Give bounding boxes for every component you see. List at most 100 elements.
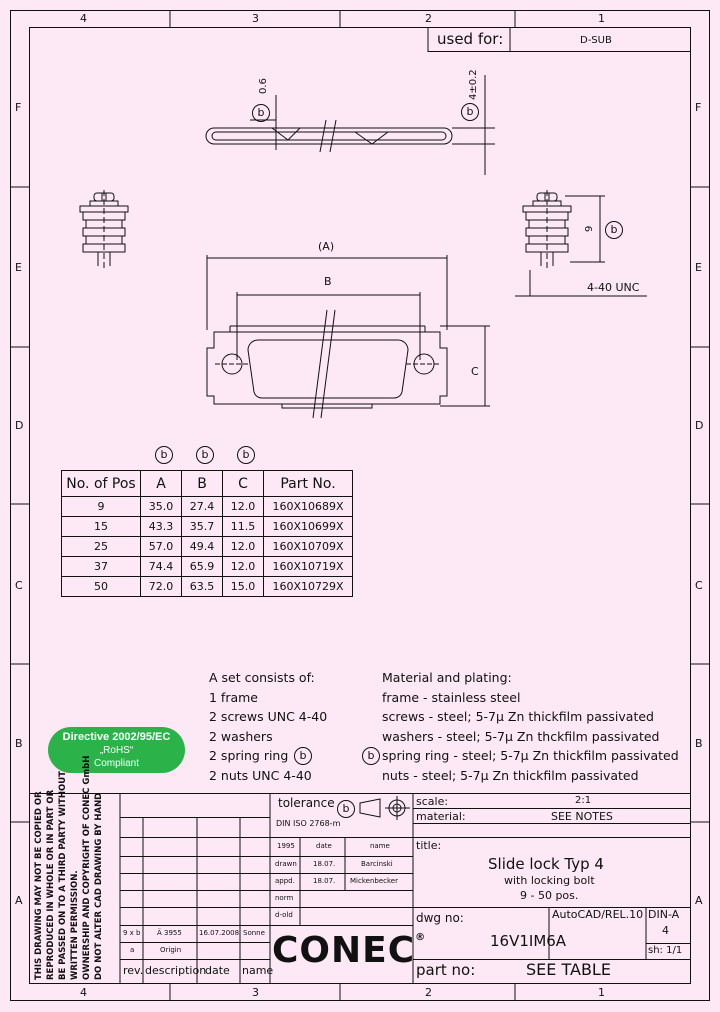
set-list: A set consists of: 1 frame 2 screws UNC … xyxy=(209,668,327,786)
copyright-line: OWNERSHIP AND COPYRIGHT OF CONEC GmbH xyxy=(82,755,92,980)
cell: 35.0 xyxy=(140,496,182,517)
row-label-e: E xyxy=(15,261,22,274)
list-item: 2 screws UNC 4-40 xyxy=(209,709,328,725)
b-marker: b xyxy=(237,446,255,464)
conec-logo: CONEC® xyxy=(272,930,427,971)
row-label-a-right: A xyxy=(695,894,703,907)
title-label: title: xyxy=(416,839,442,852)
screw-assembly-right xyxy=(515,190,647,297)
cell: 15 xyxy=(61,516,141,537)
rohs-directive: Directive 2002/95/EC xyxy=(62,731,171,743)
col-label-4-bottom: 4 xyxy=(80,986,87,999)
copyright-line: THIS DRAWING MAY NOT BE COPIED OR xyxy=(34,791,44,980)
drawn-date: 18.07. xyxy=(313,860,336,868)
list-item: 1 frame xyxy=(209,689,258,705)
part-no-value: SEE TABLE xyxy=(526,960,611,979)
row-label-b: B xyxy=(15,737,23,750)
col-header-part-no: Part No. xyxy=(263,470,353,497)
appd-label: appd. xyxy=(275,877,295,885)
material-value: SEE NOTES xyxy=(551,810,613,823)
cell: 35.7 xyxy=(181,516,223,537)
col-label-3-bottom: 3 xyxy=(252,986,259,999)
row-label-d: D xyxy=(15,419,24,432)
din-size: 4 xyxy=(662,924,669,937)
col-label-1-bottom: 1 xyxy=(598,986,605,999)
year: 1995 xyxy=(277,842,295,850)
col-label-2-bottom: 2 xyxy=(425,986,432,999)
dim-0-6: 0.6 xyxy=(258,78,269,94)
list-item: frame - stainless steel xyxy=(382,689,521,705)
cell: 43.3 xyxy=(140,516,182,537)
rev-cell: 9 x b xyxy=(123,929,141,937)
list-item: 2 washers xyxy=(209,728,273,744)
cell: 27.4 xyxy=(181,496,223,517)
list-item: nuts - steel; 5-7µ Zn thickfilm passivat… xyxy=(382,767,639,783)
copyright-line: REPRODUCED IN WHOLE OR IN PART OR xyxy=(46,789,56,980)
drawing-positions: 9 - 50 pos. xyxy=(520,889,579,902)
description-header: description xyxy=(145,964,207,977)
copyright-line: WRITTEN PERMISSION. xyxy=(70,870,80,980)
rev-cell: a xyxy=(130,946,135,954)
col-label-1: 1 xyxy=(598,12,605,25)
row-label-a: A xyxy=(15,894,23,907)
norm-label: norm xyxy=(275,894,294,902)
cell: 160X10709X xyxy=(263,536,353,557)
cell: 65.9 xyxy=(181,556,223,577)
cell: 50 xyxy=(61,576,141,597)
cell: 63.5 xyxy=(181,576,223,597)
rohs-label: „RoHS“ xyxy=(99,745,134,756)
cell: 37 xyxy=(61,556,141,577)
row-label-d-right: D xyxy=(695,419,704,432)
cell: 12.0 xyxy=(222,536,264,557)
row-label-f: F xyxy=(15,101,22,114)
b-marker: b xyxy=(294,747,312,765)
row-label-c-right: C xyxy=(695,579,703,592)
rohs-compliant: Compliant xyxy=(93,758,140,769)
cell: 15.0 xyxy=(222,576,264,597)
b-marker: b xyxy=(605,221,623,239)
appd-name: Mickenbecker xyxy=(350,877,398,885)
b-marker: b xyxy=(155,446,173,464)
material-list: Material and plating: frame - stainless … xyxy=(382,668,679,786)
col-label-3: 3 xyxy=(252,12,259,25)
dim-9: 9 xyxy=(584,225,595,232)
used-for-value: D-SUB xyxy=(580,35,612,46)
dim-c: C xyxy=(471,365,479,378)
col-name: name xyxy=(370,842,390,850)
cad-version: AutoCAD/REL.10 xyxy=(552,908,644,921)
list-item: 2 spring ring xyxy=(209,748,289,764)
col-header-positions: No. of Pos xyxy=(61,470,141,497)
appd-date: 18.07. xyxy=(313,877,336,885)
used-for-label: used for: xyxy=(437,30,504,48)
scale-label: scale: xyxy=(416,795,449,808)
din-label: DIN-A xyxy=(648,908,680,921)
list-item: 2 nuts UNC 4-40 xyxy=(209,767,312,783)
b-marker: b xyxy=(196,446,214,464)
cell: 57.0 xyxy=(140,536,182,557)
set-list-title: A set consists of: xyxy=(209,670,315,685)
col-label-4: 4 xyxy=(80,12,87,25)
cell: 25 xyxy=(61,536,141,557)
name-header: name xyxy=(242,964,274,977)
cell: 12.0 xyxy=(222,556,264,577)
dwg-no-value: 16V1IM6A xyxy=(490,932,567,950)
col-header-c: C xyxy=(222,470,264,497)
row-label-f-right: F xyxy=(695,101,702,114)
rev-cell: Ä 3955 xyxy=(157,929,182,937)
cell: 160X10689X xyxy=(263,496,353,517)
cell: 9 xyxy=(61,496,141,517)
scale-value: 2:1 xyxy=(575,795,592,806)
cell: 160X10719X xyxy=(263,556,353,577)
rev-cell: Origin xyxy=(160,946,182,954)
sheet-number: sh: 1/1 xyxy=(648,945,683,956)
drawn-name: Barcinski xyxy=(361,860,393,868)
col-label-2: 2 xyxy=(425,12,432,25)
cell: 160X10699X xyxy=(263,516,353,537)
dim-b: B xyxy=(324,275,332,288)
cell: 160X10729X xyxy=(263,576,353,597)
dim-a: (A) xyxy=(318,240,335,253)
